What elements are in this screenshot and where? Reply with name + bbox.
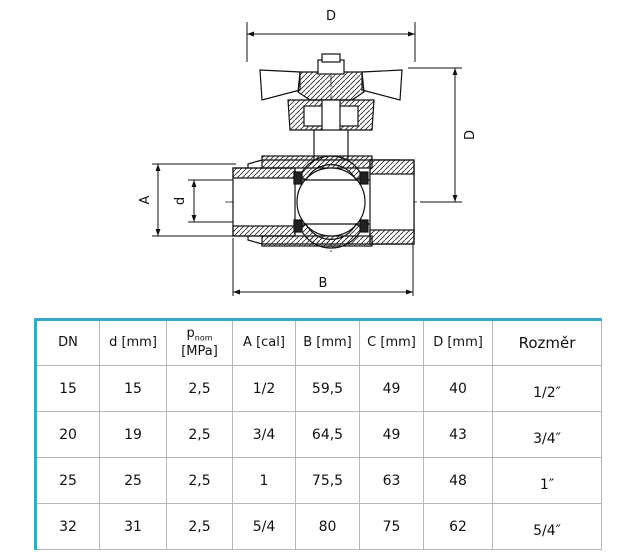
- cell-rozmer: 5/4″: [492, 503, 602, 550]
- cell-p: 2,5: [166, 411, 233, 458]
- table-row: 32 31 2,5 5/4 80 75 62 5/4″: [35, 503, 602, 550]
- header-b-mm: B [mm]: [295, 319, 360, 366]
- cell-d: 15: [99, 365, 167, 412]
- cell-rozmer: 1/2″: [492, 365, 602, 412]
- cell-rozmer: 1″: [492, 457, 602, 504]
- cell-dd: 48: [423, 457, 493, 504]
- table-row: 25 25 2,5 1 75,5 63 48 1″: [35, 457, 602, 504]
- cell-dd: 62: [423, 503, 493, 550]
- cell-dd: 43: [423, 411, 493, 458]
- cell-d: 25: [99, 457, 167, 504]
- dim-label-small-d: d: [173, 197, 188, 205]
- table-row: 15 15 2,5 1/2 59,5 49 40 1/2″: [35, 365, 602, 412]
- dimension-table: DN d [mm] pnom[MPa] A [cal] B [mm] C [mm…: [34, 318, 602, 550]
- dim-label-a: A: [138, 195, 153, 204]
- cell-b: 80: [295, 503, 360, 550]
- cell-d: 31: [99, 503, 167, 550]
- cell-a: 5/4: [232, 503, 296, 550]
- cell-d: 19: [99, 411, 167, 458]
- cell-c: 49: [359, 365, 424, 412]
- cell-dd: 40: [423, 365, 493, 412]
- cell-p: 2,5: [166, 457, 233, 504]
- header-dn: DN: [35, 319, 100, 366]
- header-a-cal: A [cal]: [232, 319, 296, 366]
- header-p-unit: [MPa]: [181, 344, 218, 360]
- valve-body: [232, 53, 415, 249]
- header-d-mm: d [mm]: [99, 319, 167, 366]
- cell-c: 75: [359, 503, 424, 550]
- table-header-row: DN d [mm] pnom[MPa] A [cal] B [mm] C [mm…: [35, 319, 602, 366]
- header-rozmer: Rozměr: [492, 319, 602, 366]
- dim-label-b: B: [319, 276, 328, 291]
- cell-dn: 25: [35, 457, 100, 504]
- header-p-nom: pnom[MPa]: [166, 319, 233, 366]
- cell-a: 3/4: [232, 411, 296, 458]
- ball: [296, 167, 366, 237]
- cell-b: 75,5: [295, 457, 360, 504]
- cell-c: 63: [359, 457, 424, 504]
- cell-dn: 20: [35, 411, 100, 458]
- cell-dn: 15: [35, 365, 100, 412]
- dimension-lines: [152, 22, 462, 296]
- dimension-labels: D D A d B: [138, 9, 478, 291]
- cell-rozmer: 3/4″: [492, 411, 602, 458]
- cell-p: 2,5: [166, 503, 233, 550]
- cell-a: 1: [232, 457, 296, 504]
- cell-c: 49: [359, 411, 424, 458]
- header-p-main: p: [186, 325, 195, 341]
- cell-a: 1/2: [232, 365, 296, 412]
- header-dd-mm: D [mm]: [423, 319, 493, 366]
- header-c-mm: C [mm]: [359, 319, 424, 366]
- ball-valve-drawing: D D A d B: [138, 9, 478, 296]
- header-p-sub: nom: [194, 333, 213, 343]
- cell-b: 64,5: [295, 411, 360, 458]
- dim-label-d-side: D: [463, 130, 478, 140]
- cell-dn: 32: [35, 503, 100, 550]
- dim-label-d-top: D: [326, 9, 336, 24]
- cell-p: 2,5: [166, 365, 233, 412]
- butterfly-handle: [259, 69, 301, 101]
- table-row: 20 19 2,5 3/4 64,5 49 43 3/4″: [35, 411, 602, 458]
- cell-b: 59,5: [295, 365, 360, 412]
